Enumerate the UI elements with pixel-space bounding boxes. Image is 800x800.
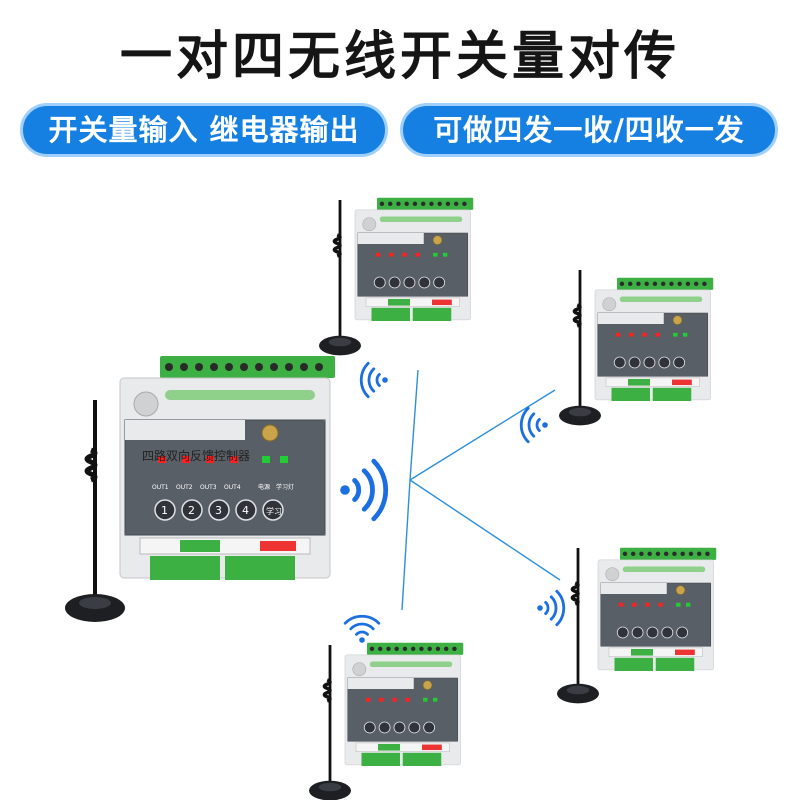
led-label-3: OUT3 (200, 484, 217, 491)
led-label-1: OUT1 (152, 484, 169, 491)
signal-waves-right-bottom (535, 589, 566, 627)
page-headline: 一对四无线开关量对传 (119, 27, 680, 87)
status-learn-label: 学习灯 (276, 483, 294, 491)
antenna-top (317, 198, 363, 358)
led-label-4: OUT4 (224, 484, 241, 491)
feature-badge-io: 开关量输入 继电器输出 (20, 103, 388, 157)
button-3-label: 3 (215, 504, 222, 517)
remote-controller-right-top (594, 277, 714, 402)
learn-button-label: 学习 (266, 506, 282, 516)
signal-waves-right-top (519, 406, 550, 444)
main-controller: 四路双向反馈控制器 OUT1 OUT2 OUT3 OUT4 电源 学习灯 1 2… (65, 355, 336, 622)
button-1-label: 1 (161, 504, 168, 517)
signal-waves-bottom (343, 614, 381, 645)
feature-badge-modes: 可做四发一收/四收一发 (400, 103, 778, 157)
antenna-right-bottom (555, 546, 601, 706)
controller-title: 四路双向反馈控制器 (142, 448, 250, 463)
status-power-label: 电源 (258, 483, 270, 491)
signal-waves-main (340, 461, 386, 519)
button-4-label: 4 (242, 504, 249, 517)
button-2-label: 2 (188, 504, 195, 517)
link-lines (401, 369, 561, 611)
antenna-bottom (307, 643, 353, 800)
remote-controller-right-bottom (597, 547, 717, 672)
remote-controller-top (354, 197, 474, 322)
led-label-2: OUT2 (176, 484, 193, 491)
signal-waves-top (359, 361, 390, 399)
antenna-right-top (557, 268, 603, 428)
remote-controller-bottom (344, 642, 464, 767)
